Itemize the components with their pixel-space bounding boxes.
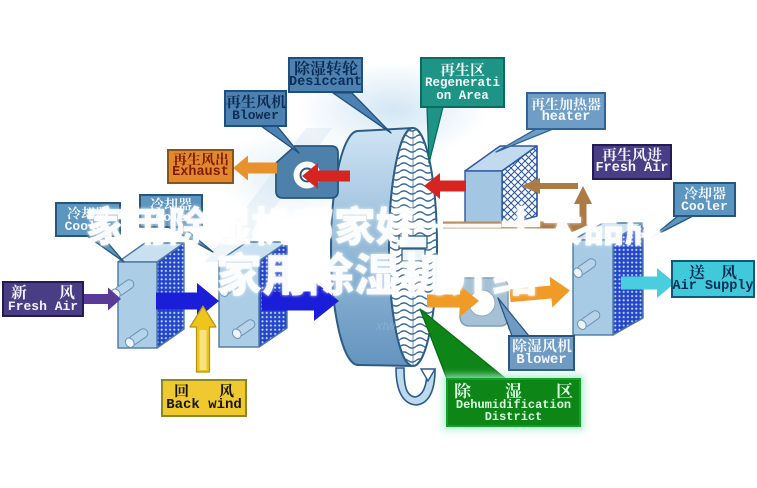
fresh-air-label-zh-text bbox=[11, 284, 75, 300]
desiccant-label-zh-text bbox=[294, 60, 358, 76]
fresh-air-label-en-text: Fresh Air bbox=[7, 299, 79, 315]
regen-inlet-label-en-text: Fresh Air bbox=[595, 161, 669, 177]
back-wind-label: Back wind bbox=[161, 379, 247, 417]
heater-label-en-text: heater bbox=[541, 109, 591, 125]
desiccant-pointer bbox=[332, 92, 392, 134]
exhaust-label-en-text: Exhaust bbox=[172, 165, 229, 181]
heater-block bbox=[464, 145, 538, 227]
back-wind-label-en-text: Back wind bbox=[166, 397, 242, 414]
block-peg bbox=[124, 328, 149, 348]
block-peg bbox=[231, 319, 256, 339]
air-supply-label: Air Supply bbox=[671, 260, 755, 298]
return-air-arrow-highlight bbox=[199, 330, 207, 370]
dehum-fan-label: Blower bbox=[508, 335, 575, 371]
cooler-left2-label-zh-text bbox=[150, 197, 192, 211]
cooler-right-label: Cooler bbox=[673, 182, 736, 217]
block-peg bbox=[572, 258, 597, 278]
regen-inlet-label: Fresh Air bbox=[592, 144, 672, 180]
regen-fan-label-zh-text bbox=[225, 94, 286, 109]
dehum-fan-label-en-text: Blower bbox=[516, 352, 567, 369]
regen-air-arrow-wheel-to-fan bbox=[302, 163, 350, 189]
regen-air-arrow-heater-to-wheel bbox=[424, 173, 466, 199]
regen-fan-label: Blower bbox=[224, 90, 287, 127]
dehum-district-label-en-text: Dehumidification bbox=[455, 397, 572, 412]
back-wind-label-zh-text bbox=[175, 383, 234, 398]
dry-air-arrow-wheel-to-fan bbox=[427, 285, 479, 317]
cooler-right-label-en-text: Cooler bbox=[681, 198, 728, 214]
air-supply-label-zh-text bbox=[689, 264, 737, 280]
dehum-fan-label-zh-text bbox=[512, 338, 572, 353]
heater-label-zh-text bbox=[531, 97, 601, 111]
block-peg bbox=[576, 310, 601, 330]
desiccant-label: Desiccant bbox=[288, 57, 363, 93]
regen-inlet-label-zh-text bbox=[602, 148, 662, 163]
supply-air-arrow bbox=[621, 268, 675, 298]
regen-area-label-en-text: Regenerati bbox=[424, 76, 500, 90]
dehum-district-label-en-text: District bbox=[484, 410, 543, 424]
exhaust-label: Exhaust bbox=[167, 149, 234, 184]
heater-label: heater bbox=[526, 92, 606, 130]
process-air-arrow-2 bbox=[262, 281, 339, 321]
desiccant-label-en-text: Desiccant bbox=[289, 74, 362, 90]
air-supply-label-en-text: Air Supply bbox=[672, 278, 754, 294]
regen-area-label-en-text: on Area bbox=[436, 89, 489, 103]
watermark-text: xtw bbox=[375, 318, 397, 333]
exhaust-label-zh-text bbox=[172, 152, 228, 167]
dehum-district-label-zh-text bbox=[455, 382, 573, 399]
title-line1 bbox=[86, 205, 665, 246]
exhaust-arrow bbox=[233, 155, 277, 181]
fresh-air-label: Fresh Air bbox=[2, 281, 84, 317]
regen-fan-label-en-text: Blower bbox=[232, 108, 279, 124]
cooler-right-label-zh-text bbox=[683, 186, 726, 200]
dry-air-arrow-fan-to-block bbox=[509, 276, 570, 308]
regen-area-label-zh-text bbox=[440, 62, 485, 77]
fresh-air-arrow bbox=[84, 287, 121, 311]
cooler-block-1 bbox=[117, 242, 185, 349]
title-line2 bbox=[217, 251, 536, 297]
ribbon-fold bbox=[419, 368, 437, 383]
